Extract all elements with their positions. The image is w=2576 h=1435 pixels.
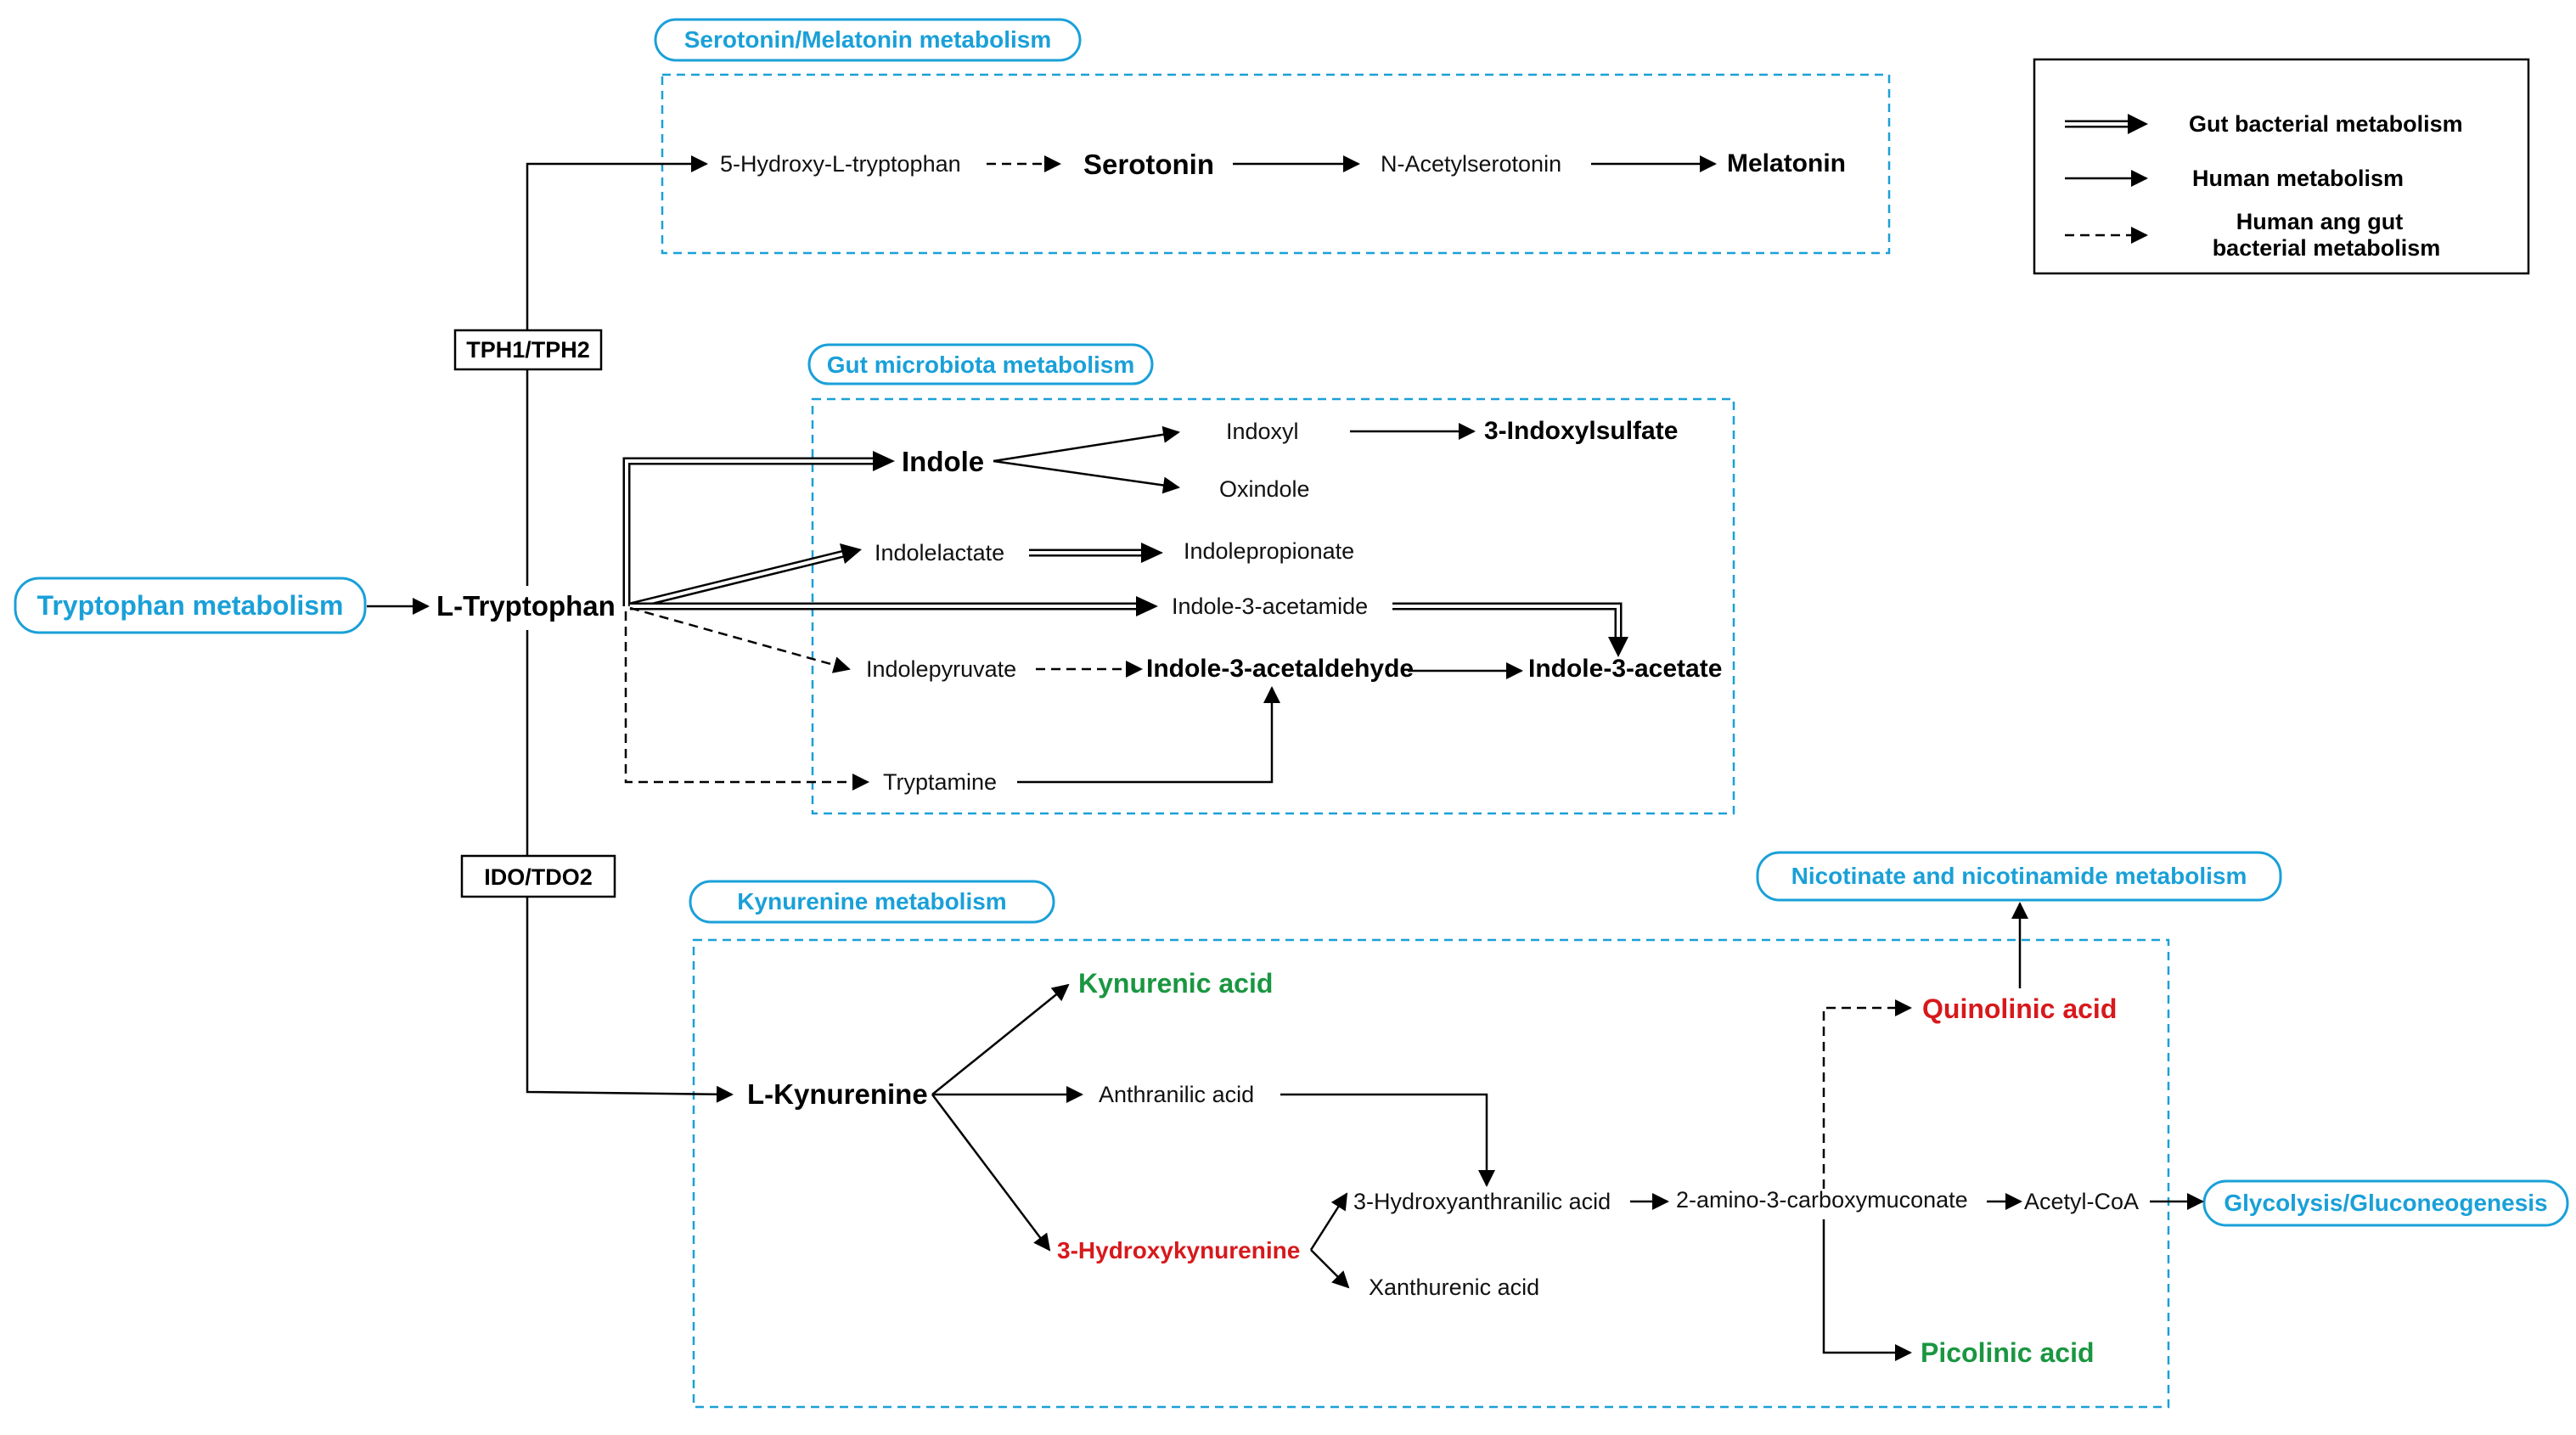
enzyme-tph: TPH1/TPH2 [453, 329, 603, 371]
glycolysis-section-label: Glycolysis/Gluconeogenesis [2202, 1179, 2569, 1227]
gut-region [811, 397, 1735, 815]
serotonin-section-label: Serotonin/Melatonin metabolism [654, 18, 1082, 62]
legend-both-line2: bacterial metabolism [2213, 235, 2441, 261]
node-melatonin: Melatonin [1727, 149, 1846, 177]
node-indole-3-acetamide: Indole-3-acetamide [1172, 594, 1368, 619]
enzyme-ido: IDO/TDO2 [460, 854, 616, 898]
node-indolelactate: Indolelactate [875, 540, 1004, 566]
node-oxindole: Oxindole [1219, 476, 1310, 502]
node-3-hydroxykynurenine: 3-Hydroxykynurenine [1057, 1237, 1300, 1263]
legend-gut: Gut bacterial metabolism [2189, 111, 2463, 137]
nicotinate-section-label: Nicotinate and nicotinamide metabolism [1756, 851, 2282, 902]
node-3-indoxylsulfate: 3-Indoxylsulfate [1484, 417, 1678, 445]
node-quinolinic-acid: Quinolinic acid [1922, 993, 2117, 1024]
svg-text:Gut microbiota metabolism: Gut microbiota metabolism [827, 352, 1135, 378]
svg-text:Nicotinate and nicotinamide me: Nicotinate and nicotinamide metabolism [1791, 863, 2247, 889]
svg-text:Kynurenine metabolism: Kynurenine metabolism [737, 888, 1006, 914]
kynurenine-section-label: Kynurenine metabolism [689, 880, 1055, 924]
node-xanthurenic-acid: Xanthurenic acid [1369, 1275, 1539, 1300]
node-serotonin: Serotonin [1083, 149, 1214, 180]
node-5-hydroxy-l-tryptophan: 5-Hydroxy-L-tryptophan [720, 151, 961, 177]
tryptophan-section-label: Tryptophan metabolism [14, 577, 367, 634]
node-kynurenic-acid: Kynurenic acid [1078, 968, 1273, 999]
node-indole-3-acetate: Indole-3-acetate [1528, 655, 1722, 683]
gut-double-arrows [622, 451, 1628, 657]
node-indole-3-acetaldehyde: Indole-3-acetaldehyde [1146, 655, 1414, 683]
node-acetyl-coa: Acetyl-CoA [2024, 1189, 2139, 1214]
gut-section-label: Gut microbiota metabolism [807, 343, 1154, 385]
node-tryptamine: Tryptamine [883, 769, 997, 795]
node-2-amino-3-carboxymuconate: 2-amino-3-carboxymuconate [1676, 1187, 1968, 1213]
node-l-tryptophan: L-Tryptophan [436, 590, 616, 622]
node-indole: Indole [902, 446, 984, 477]
svg-text:TPH1/TPH2: TPH1/TPH2 [466, 337, 590, 363]
kynurenine-region [692, 938, 2170, 1409]
svg-text:IDO/TDO2: IDO/TDO2 [484, 864, 593, 890]
node-3-hydroxyanthranilic-acid: 3-Hydroxyanthranilic acid [1353, 1189, 1611, 1214]
legend-human: Human metabolism [2192, 166, 2404, 191]
node-indolepyruvate: Indolepyruvate [866, 656, 1016, 682]
legend: Gut bacterial metabolism Human metabolis… [2033, 58, 2530, 275]
node-anthranilic-acid: Anthranilic acid [1099, 1082, 1254, 1107]
node-l-kynurenine: L-Kynurenine [747, 1078, 928, 1110]
node-n-acetylserotonin: N-Acetylserotonin [1381, 151, 1561, 177]
node-picolinic-acid: Picolinic acid [1921, 1337, 2095, 1368]
node-indoxyl: Indoxyl [1226, 419, 1299, 444]
node-indolepropionate: Indolepropionate [1184, 538, 1354, 564]
svg-text:Tryptophan metabolism: Tryptophan metabolism [37, 590, 344, 621]
svg-text:Serotonin/Melatonin metabolism: Serotonin/Melatonin metabolism [684, 26, 1051, 53]
legend-both-line1: Human ang gut [2236, 209, 2404, 234]
svg-text:Glycolysis/Gluconeogenesis: Glycolysis/Gluconeogenesis [2224, 1190, 2547, 1216]
